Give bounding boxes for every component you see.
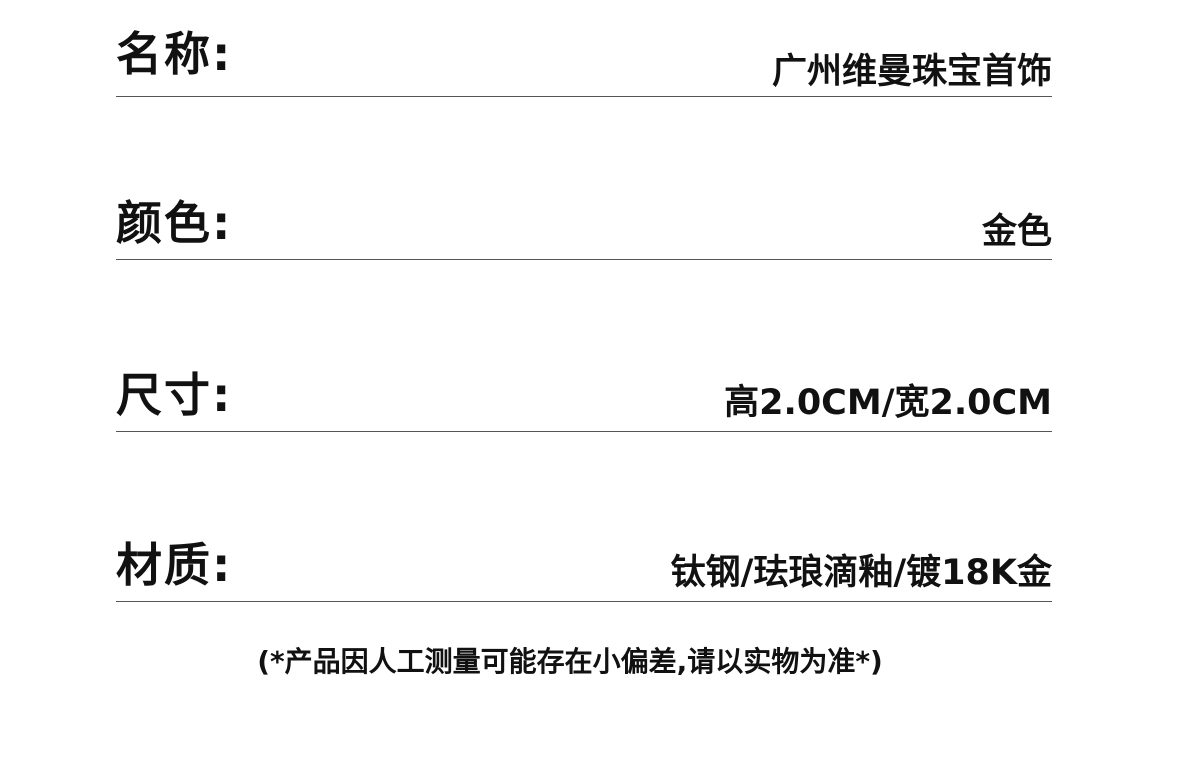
- spec-label-color: 颜色:: [116, 196, 233, 250]
- spec-row-color: 颜色: 金色: [116, 188, 1052, 268]
- spec-row-name: 名称: 广州维曼珠宝首饰: [116, 25, 1052, 105]
- divider: [116, 601, 1052, 602]
- divider: [116, 259, 1052, 260]
- spec-value-color: 金色: [981, 212, 1052, 252]
- spec-label-size: 尺寸:: [116, 368, 233, 422]
- spec-value-material: 钛钢/珐琅滴釉/镀18K金: [670, 553, 1052, 593]
- measurement-note: (*产品因人工测量可能存在小偏差,请以实物为准*): [257, 645, 883, 678]
- spec-label-material: 材质:: [116, 538, 233, 592]
- spec-row-material: 材质: 钛钢/珐琅滴釉/镀18K金: [116, 530, 1052, 610]
- spec-value-name: 广州维曼珠宝首饰: [771, 52, 1052, 92]
- divider: [116, 96, 1052, 97]
- spec-row-size: 尺寸: 高2.0CM/宽2.0CM: [116, 360, 1052, 440]
- divider: [116, 431, 1052, 432]
- spec-value-size: 高2.0CM/宽2.0CM: [724, 383, 1052, 423]
- spec-label-name: 名称:: [116, 27, 233, 81]
